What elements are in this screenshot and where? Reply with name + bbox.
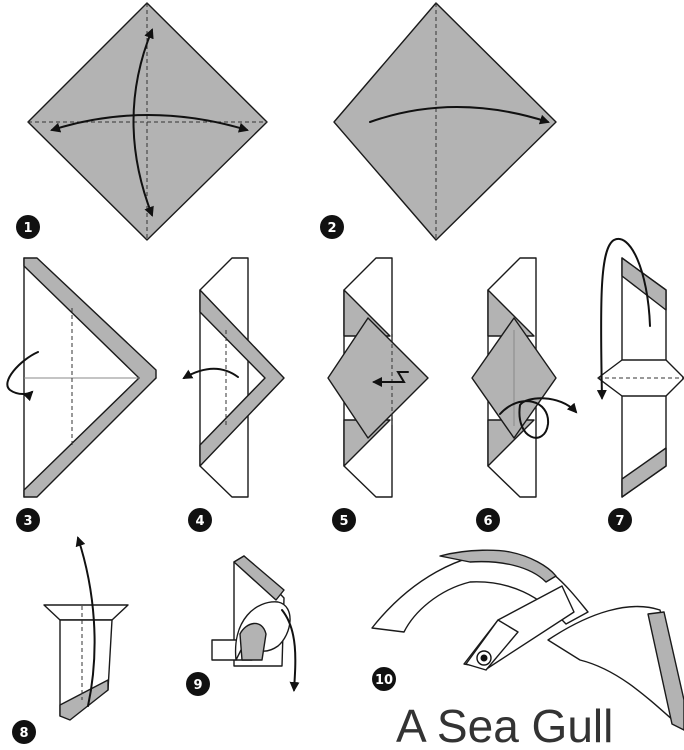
fold-down-arrow: [281, 609, 300, 692]
fold-arrow: [369, 106, 550, 125]
step-3-number: 3: [23, 514, 32, 529]
step-4-badge: 4: [188, 508, 212, 532]
step-3-figure: [6, 257, 157, 498]
step-6-badge: 6: [476, 508, 500, 532]
loop-arrow: [499, 397, 578, 439]
step-7-figure: [596, 237, 684, 498]
step-5-number: 5: [339, 514, 348, 529]
step-5-figure: [327, 257, 429, 498]
step-6-figure: [471, 257, 578, 498]
step-4-figure: [182, 257, 285, 498]
step-9-badge: 9: [186, 672, 210, 696]
fold-up-arrow: [75, 536, 96, 707]
step-10-number: 10: [375, 673, 393, 688]
step-2-number: 2: [327, 221, 336, 236]
step-8-badge: 8: [12, 720, 36, 744]
step-2-badge: 2: [320, 215, 344, 239]
step-7-number: 7: [615, 514, 624, 529]
step-4-number: 4: [195, 514, 204, 529]
step-10-badge: 10: [372, 667, 396, 691]
step-1-figure: [27, 2, 268, 241]
step-8-number: 8: [19, 726, 28, 741]
seagull-figure: [371, 549, 684, 731]
step-9-number: 9: [193, 678, 202, 693]
zigzag-arrow: [372, 371, 409, 387]
turn-over-arrow: [6, 351, 39, 402]
fold-unfold-arrow-vertical: [132, 28, 154, 217]
step-8-figure: [43, 536, 129, 721]
step-9-figure: [211, 555, 300, 692]
step-7-badge: 7: [608, 508, 632, 532]
step-1-badge: 1: [16, 215, 40, 239]
fold-arrow: [182, 367, 239, 380]
step-3-badge: 3: [16, 508, 40, 532]
step-6-number: 6: [483, 514, 492, 529]
fold-down-arrow: [596, 237, 651, 400]
step-1-number: 1: [23, 221, 32, 236]
step-2-figure: [333, 2, 557, 241]
step-5-badge: 5: [332, 508, 356, 532]
diagram-title: A Sea Gull: [396, 700, 613, 750]
